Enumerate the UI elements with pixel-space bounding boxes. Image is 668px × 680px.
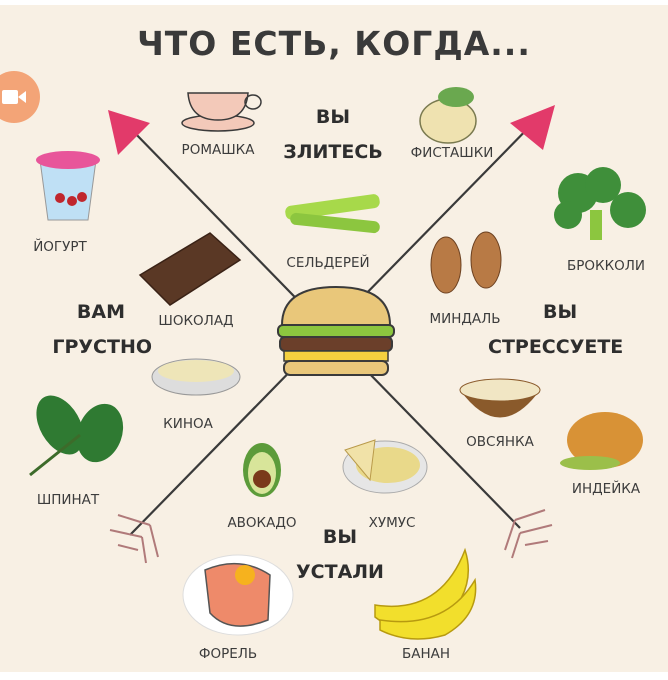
arrowhead-top-left — [108, 110, 150, 155]
burger-icon — [277, 285, 395, 376]
oatmeal-icon — [459, 378, 541, 418]
yogurt-icon — [36, 151, 100, 221]
video-call-button[interactable] — [0, 71, 40, 123]
food-label-broccoli: БРОККОЛИ — [567, 258, 645, 274]
poster-title: ЧТО ЕСТЬ, КОГДА... — [137, 24, 531, 63]
chocolate-icon — [138, 232, 242, 306]
food-label-almond: МИНДАЛЬ — [429, 311, 500, 327]
pistachios-icon — [419, 87, 477, 144]
fletching-bottom-left — [109, 514, 159, 564]
food-label-chocolate: ШОКОЛАД — [158, 313, 233, 329]
food-label-celery: СЕЛЬДЕРЕЙ — [286, 253, 369, 271]
fletching-bottom-right — [504, 509, 553, 559]
food-label-yogurt: ЙОГУРТ — [33, 237, 87, 255]
food-label-oatmeal: ОВСЯНКА — [466, 434, 534, 450]
food-label-turkey: ИНДЕЙКА — [572, 479, 641, 497]
banana-icon — [374, 547, 477, 640]
turkey-icon — [560, 412, 643, 470]
quinoa-icon — [151, 358, 241, 396]
avocado-icon — [243, 443, 281, 497]
food-label-trout: ФОРЕЛЬ — [199, 646, 257, 662]
celery-icon — [285, 194, 380, 234]
food-label-hummus: ХУМУС — [369, 515, 416, 531]
food-label-pistachios: ФИСТАШКИ — [411, 145, 494, 161]
food-label-spinach: ШПИНАТ — [37, 492, 100, 508]
chamomile-tea-icon — [181, 92, 262, 132]
arrowhead-top-right — [510, 105, 555, 150]
broccoli-icon — [554, 167, 646, 240]
almond-icon — [430, 231, 502, 294]
food-label-avocado: АВОКАДО — [227, 515, 296, 531]
video-camera-icon — [2, 90, 26, 104]
trout-icon — [182, 554, 294, 636]
hummus-icon — [342, 439, 428, 494]
food-label-chamomile: РОМАШКА — [182, 142, 256, 158]
food-label-quinoa: КИНОА — [163, 416, 213, 432]
spinach-icon — [29, 395, 124, 477]
food-label-banana: БАНАН — [402, 646, 450, 662]
